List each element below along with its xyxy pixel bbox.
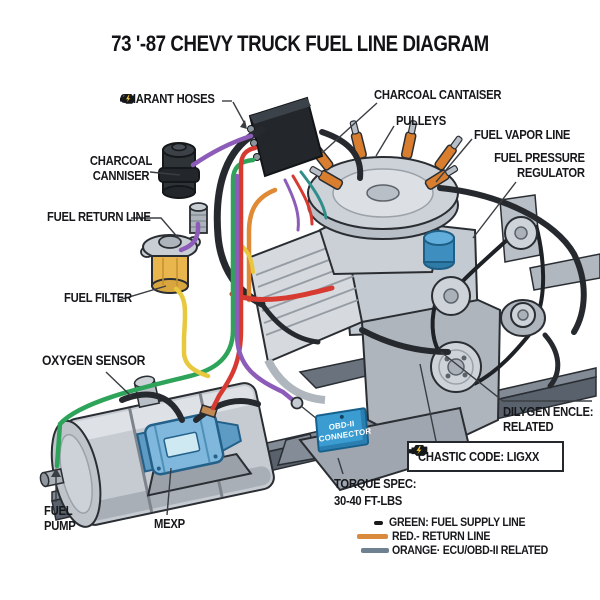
callout-text: CHARCOAL	[89, 154, 153, 168]
callout-text: 30-40 FT-LBS	[334, 494, 403, 508]
callout-text: CANNISER	[92, 169, 150, 183]
tank-hoses	[119, 391, 261, 423]
callout-oxygen-sensor: OXYGEN SENSOR	[42, 353, 146, 368]
pulleys-part	[430, 194, 546, 393]
legend-swatch-slate-line	[361, 548, 389, 553]
frame-grommet	[290, 396, 304, 410]
legend-row-text: RED.- RETURN LINE	[392, 529, 491, 543]
air-cleaner	[307, 156, 459, 240]
engine-illustration	[213, 96, 587, 492]
callout-mexp: MEXP	[154, 517, 185, 531]
page-title: 73 '-87 CHEVY TRUCK FUEL LINE DIAGRAM	[111, 31, 489, 56]
charcoal-canister-illustration	[158, 142, 200, 199]
callout-torque-spec: TORQUE SPEC: 30-40 FT-LBS	[334, 476, 416, 510]
callout-text: REGULATOR	[517, 166, 585, 180]
callout-text: CHARANT HOSES	[120, 92, 215, 106]
arrowhead	[51, 468, 61, 477]
callout-pulleys: PULLEYS	[396, 114, 447, 128]
callout-text: PUMP	[44, 519, 76, 533]
legend-row-text: ORANGE· ECU/OBD-II RELATED	[392, 543, 549, 557]
obd-connector-tag: OBD-II CONNECTOR	[314, 406, 372, 454]
callout-fuel-return-line: FUEL RETURN LINE	[47, 210, 151, 224]
callout-text: DILYGEN ENCLE:	[503, 405, 594, 419]
yellow-filter-line	[173, 286, 211, 379]
arrowhead	[240, 120, 247, 129]
diagnostic-code-box: CHASTIC CODE: LIGXX	[407, 441, 564, 472]
callout-fuel-filter: FUEL FILTER	[64, 291, 132, 305]
distributor-box	[247, 96, 324, 178]
purple-canister-hose	[190, 133, 254, 168]
callout-dilygen-encle: DILYGEN ENCLE: RELATED	[503, 405, 593, 435]
injectors	[304, 119, 463, 190]
callout-text: TORQUE SPEC:	[334, 477, 417, 491]
callout-charcoal-cantaiser: CHARCOAL CANTAISER	[374, 88, 502, 102]
pump-fitting	[199, 404, 218, 419]
check-engine-icon	[120, 94, 135, 104]
callout-fuel-pump: FUEL PUMP	[44, 504, 76, 534]
legend-row-text: GREEN: FUEL SUPPLY LINE	[389, 515, 526, 529]
callout-fuel-pressure-regulator: FUEL PRESSURE REGULATOR	[494, 151, 585, 181]
fuel-lines	[54, 133, 335, 469]
callout-fuel-vapor-line: FUEL VAPOR LINE	[474, 128, 571, 142]
callout-chariant-hoses: CHARANT HOSES	[120, 92, 215, 107]
green-supply-line	[54, 157, 256, 469]
red-return-line	[210, 145, 258, 411]
fuel-pressure-regulator-part	[423, 230, 455, 270]
screw-dot	[339, 414, 345, 420]
legend-swatch-orange-line	[357, 534, 388, 539]
callout-text: FUEL	[44, 504, 73, 518]
ecu-wires	[283, 170, 328, 232]
callout-text: FUEL PRESSURE	[494, 151, 585, 165]
orange-line	[246, 187, 278, 303]
purple-vapor-line	[234, 173, 297, 404]
check-engine-icon	[409, 445, 428, 456]
legend-swatch-black-dash	[374, 521, 383, 525]
callout-charcoal-canniser: CHARCOAL CANNISER	[81, 154, 162, 184]
callout-text: RELATED	[503, 420, 554, 434]
purple-damper-hose	[178, 221, 201, 253]
yellow-line-engine	[240, 244, 255, 274]
dtc-code-text: CHASTIC CODE: LIGXX	[418, 449, 540, 464]
